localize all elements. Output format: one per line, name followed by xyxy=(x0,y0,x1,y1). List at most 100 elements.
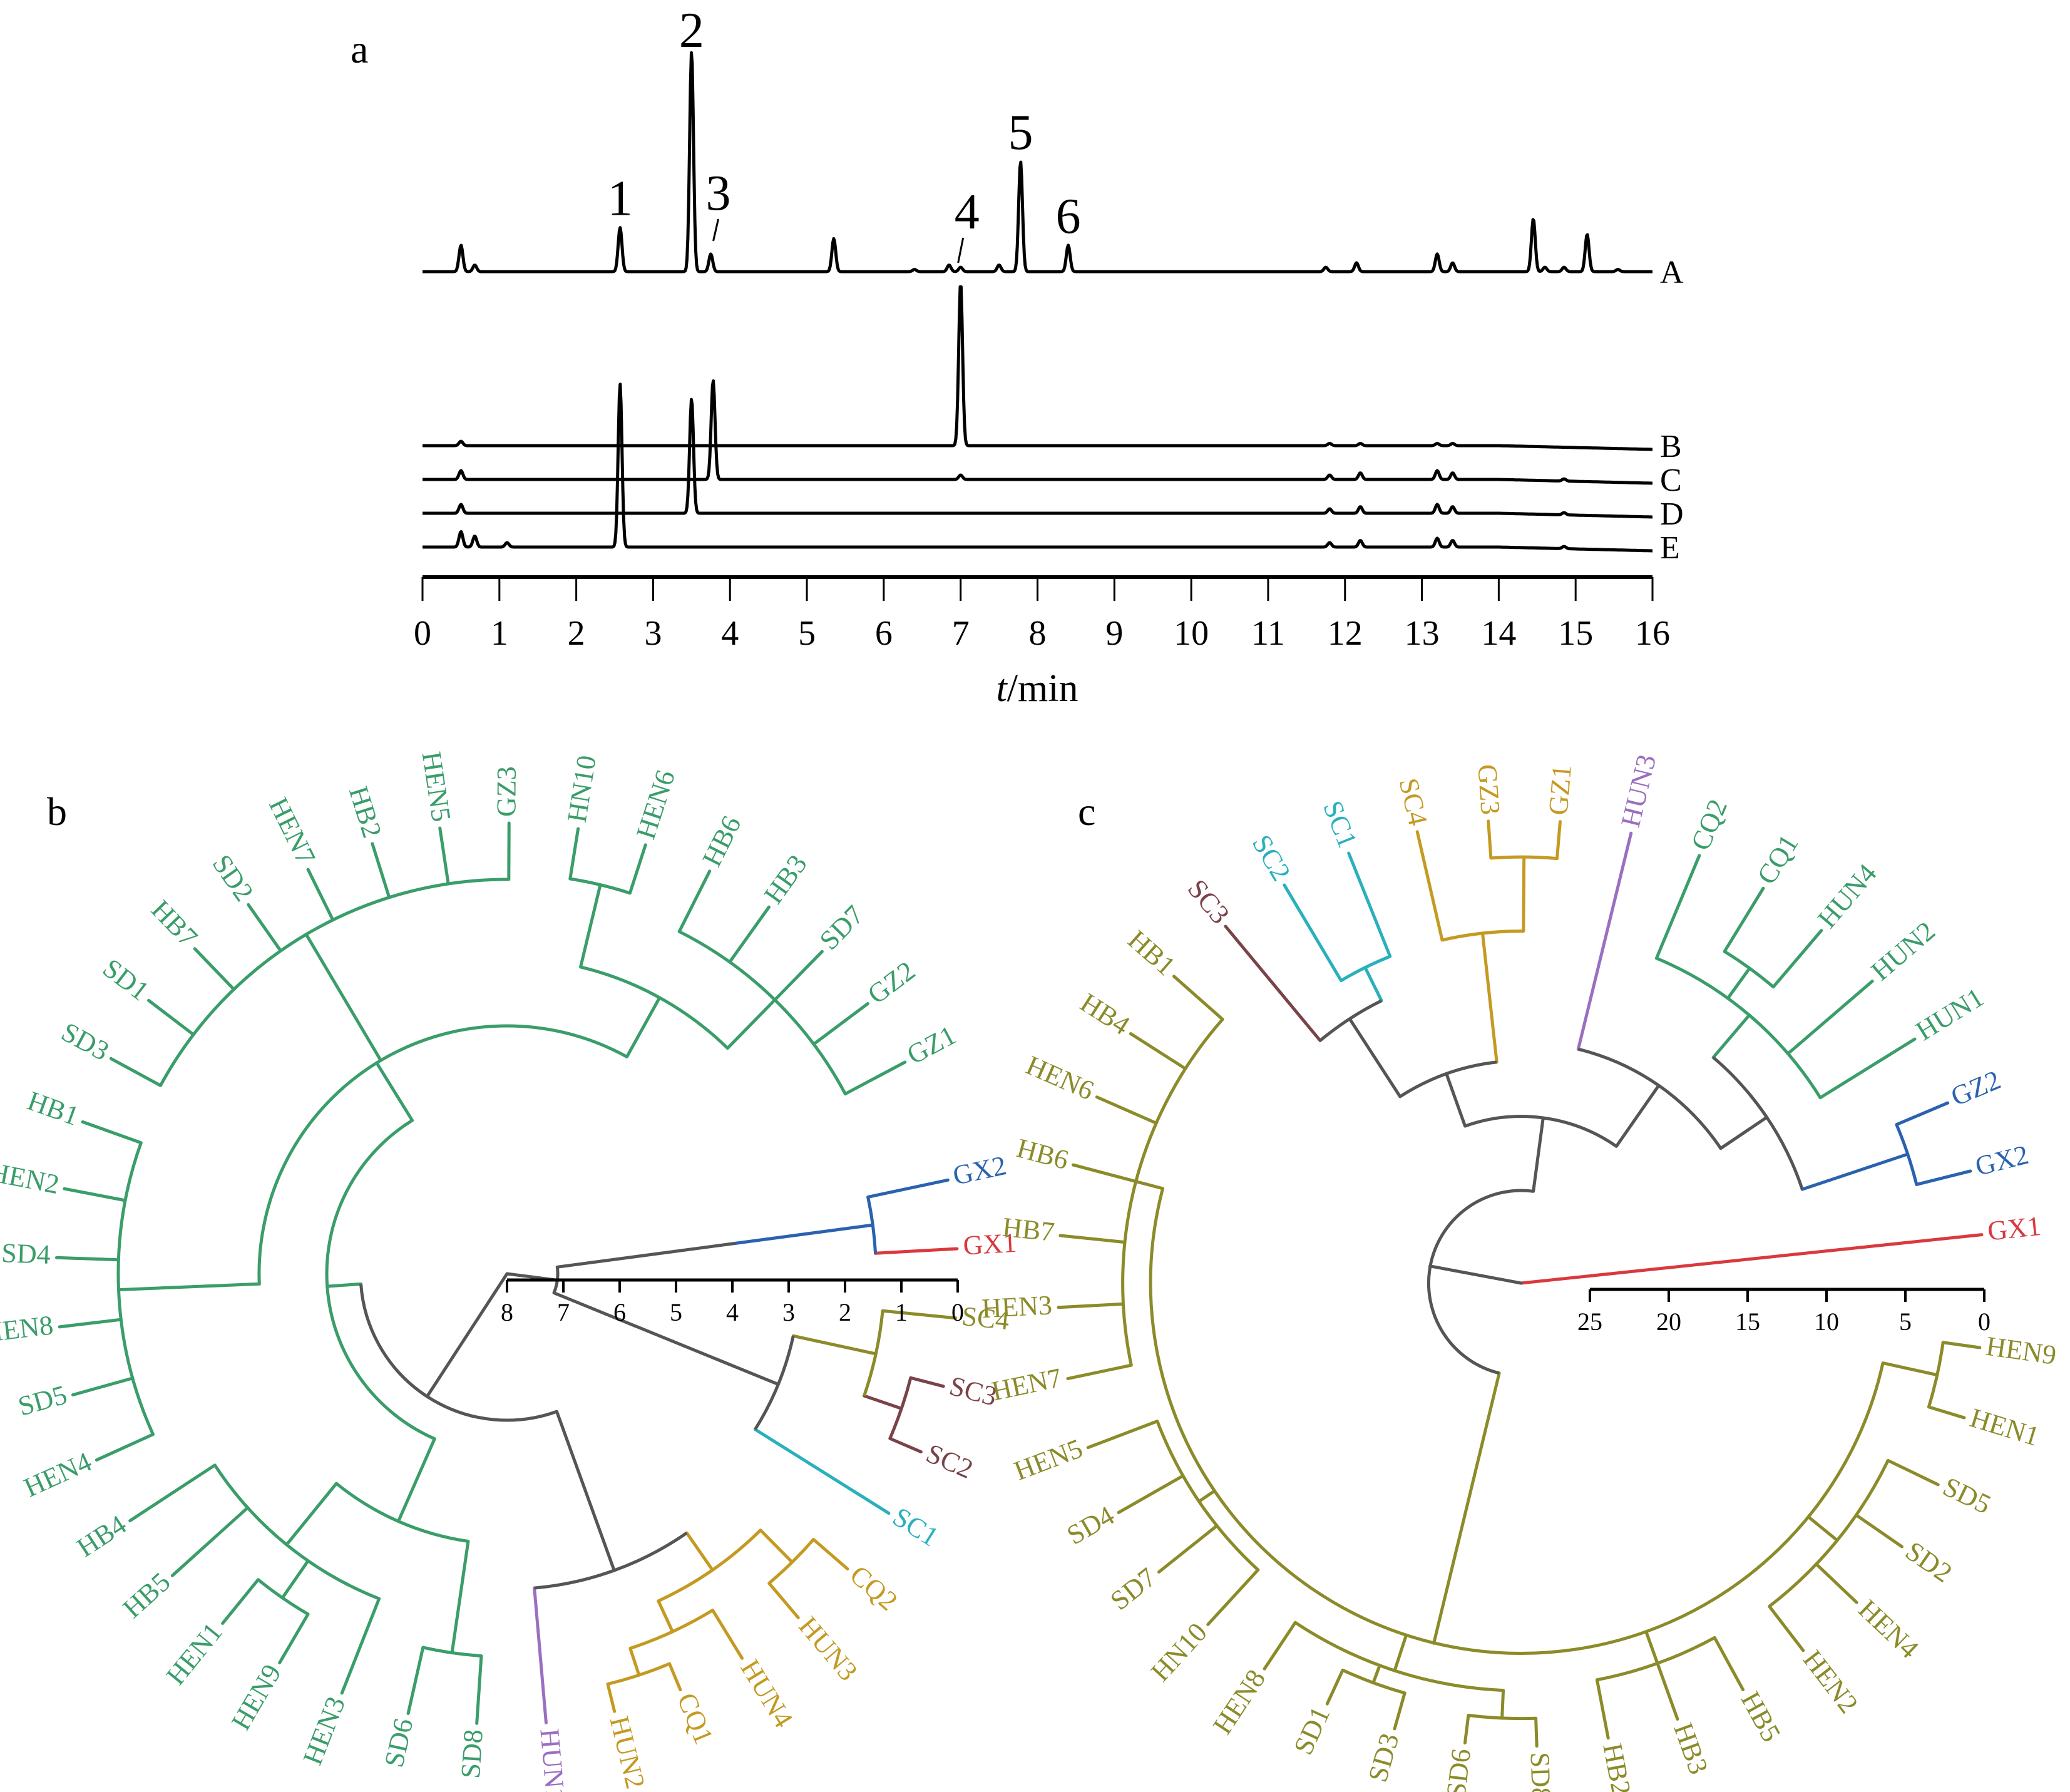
leaf-label-HUN3: HUN3 xyxy=(1615,752,1662,831)
tree-branch xyxy=(533,1586,548,1724)
x-tick-label: 1 xyxy=(491,614,508,653)
tree-branch xyxy=(1347,851,1392,958)
tree-arc xyxy=(1399,1060,1497,1098)
tree-arc xyxy=(335,1482,469,1543)
tree-branch xyxy=(1463,1713,1470,1745)
leaf-label-HB4: HB4 xyxy=(1075,987,1135,1041)
tree-branch xyxy=(1325,1668,1345,1706)
tree-b-tick-label: 5 xyxy=(670,1298,682,1326)
tree-branch xyxy=(1086,1420,1159,1450)
tree-branch xyxy=(863,1394,903,1410)
tree-c-tick-label: 5 xyxy=(1899,1308,1912,1336)
tree-arc xyxy=(754,1335,795,1431)
x-axis-title-italic: t xyxy=(997,667,1008,710)
tree-b-tick-label: 4 xyxy=(726,1298,739,1326)
leaf-label-SD6: SD6 xyxy=(1440,1747,1477,1792)
trace-C xyxy=(421,379,1654,485)
tree-branch xyxy=(1263,1620,1297,1671)
x-axis-title: t/min xyxy=(997,667,1079,710)
leaf-label-SD7: SD7 xyxy=(1104,1562,1162,1616)
leaf-label-SD5: SD5 xyxy=(1939,1471,1996,1520)
tree-branch xyxy=(475,1654,483,1725)
leaf-label-HEN4: HEN4 xyxy=(19,1446,96,1503)
leaf-label-SD1: SD1 xyxy=(1288,1702,1336,1759)
x-tick-label: 16 xyxy=(1635,614,1670,653)
leaf-label-HEN1: HEN1 xyxy=(160,1617,228,1691)
tree-arc xyxy=(570,877,631,895)
tree-b-tick-label: 2 xyxy=(839,1298,851,1326)
tree-branch xyxy=(1371,1664,1381,1685)
peak-label-2: 2 xyxy=(679,3,704,58)
tree-branch xyxy=(325,1282,363,1288)
peak-leader-3 xyxy=(712,218,720,242)
tree-branch xyxy=(1881,1361,1939,1377)
leaf-label-GX2: GX2 xyxy=(1972,1139,2032,1182)
tree-branch xyxy=(657,1599,674,1634)
tree-branch xyxy=(193,947,236,991)
tree-arc xyxy=(257,1578,309,1616)
tree-branch xyxy=(1428,1264,1523,1285)
tree-arc xyxy=(1723,950,1775,988)
tree-branch xyxy=(843,1060,907,1096)
tree-branch xyxy=(128,1463,217,1523)
tree-branch xyxy=(1726,966,1751,1000)
tree-branch xyxy=(406,1646,425,1715)
tree-branch xyxy=(711,1609,744,1660)
leaf-label-HEN9: HEN9 xyxy=(1984,1331,2058,1371)
tree-arc xyxy=(257,1024,628,1284)
tree-arc xyxy=(657,1528,762,1603)
tree-c-tick-label: 25 xyxy=(1577,1308,1602,1336)
leaf-label-HUN1: HUN1 xyxy=(1910,982,1989,1047)
leaf-label-SD1: SD1 xyxy=(97,953,155,1006)
tree-branch xyxy=(888,1436,923,1454)
leaf-label-HEN8: HEN8 xyxy=(0,1309,54,1348)
tree-branch xyxy=(1095,1095,1158,1125)
leaf-label-SC4: SC4 xyxy=(1393,776,1434,829)
tree-branch xyxy=(63,1187,127,1202)
x-tick-label: 3 xyxy=(644,614,662,653)
leaf-label-SD3: SD3 xyxy=(56,1016,114,1067)
leaf-label-HUN1: HUN1 xyxy=(534,1728,571,1792)
leaf-label-HEN7: HEN7 xyxy=(989,1362,1064,1406)
leaf-label-SC3: SC3 xyxy=(1182,874,1236,930)
leaf-label-SC1: SC1 xyxy=(888,1501,944,1552)
tree-branch xyxy=(1806,1515,1839,1542)
tree-branch xyxy=(552,1291,780,1386)
tree-branch xyxy=(1555,820,1562,861)
tree-branch xyxy=(568,827,580,881)
tree-b-tick-label: 8 xyxy=(501,1298,513,1326)
leaf-label-CQ1: CQ1 xyxy=(671,1689,719,1749)
tree-branch xyxy=(117,1282,261,1292)
tree-arc xyxy=(1294,1621,1504,1692)
leaf-label-HB5: HB5 xyxy=(1735,1686,1787,1746)
leaf-label-HB2: HB2 xyxy=(343,782,388,841)
peak-label-1: 1 xyxy=(608,172,633,227)
leaf-label-HUN4: HUN4 xyxy=(1811,858,1882,934)
leaf-label-SD2: SD2 xyxy=(1900,1535,1957,1589)
tree-branch xyxy=(371,842,391,899)
tree-branch xyxy=(606,1682,617,1713)
leaf-label-GZ1: GZ1 xyxy=(1542,764,1577,816)
tree-arc xyxy=(1468,1714,1536,1721)
tree-branch xyxy=(58,1318,123,1329)
leaf-label-GZ2: GZ2 xyxy=(862,955,921,1010)
tree-branch xyxy=(147,998,195,1037)
tree-branch xyxy=(1532,1116,1545,1193)
tree-branch xyxy=(555,1241,738,1269)
tree-branch xyxy=(759,1528,794,1564)
tree-b-tick-label: 3 xyxy=(782,1298,795,1326)
tree-branch xyxy=(81,1120,143,1145)
tree-arc xyxy=(423,1646,482,1658)
leaf-label-HN10: HN10 xyxy=(561,753,602,824)
tree-branch xyxy=(1363,966,1383,1003)
tree-branch xyxy=(1157,1524,1219,1574)
tree-branch xyxy=(1800,1152,1910,1191)
tree-branch xyxy=(280,1559,310,1600)
tree-arc xyxy=(1155,1420,1259,1571)
tree-branch xyxy=(1771,929,1823,989)
leaf-label-CQ2: CQ2 xyxy=(1685,795,1733,855)
tree-branch xyxy=(1500,1689,1505,1720)
tree-branch xyxy=(1818,1037,1917,1100)
